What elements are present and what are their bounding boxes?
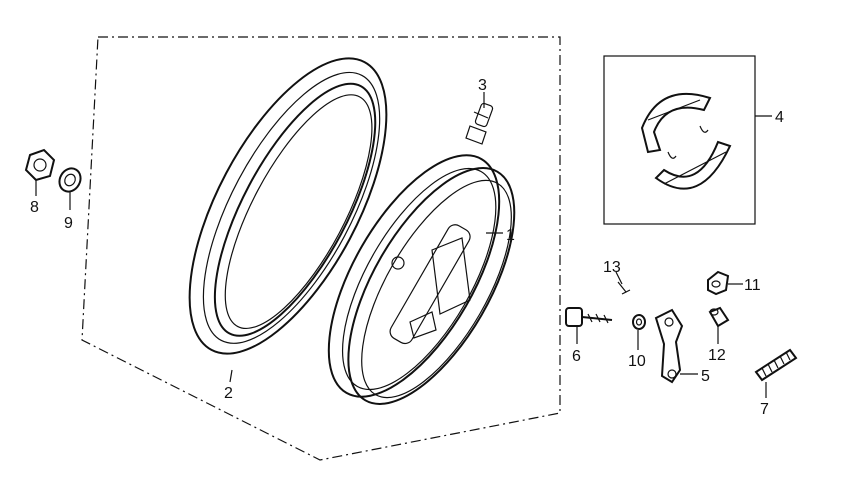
rim-hub — [409, 237, 471, 339]
label-12: 12 — [708, 347, 726, 364]
axle-nut-drawing — [24, 148, 56, 182]
label-7: 7 — [760, 401, 769, 418]
brake-cam-drawing — [565, 307, 613, 327]
sleeve-drawing — [708, 306, 730, 328]
assembly-boundary — [81, 36, 561, 461]
brake-shoe-box — [603, 55, 756, 225]
tire-drawing — [188, 57, 388, 355]
label-6: 6 — [572, 348, 581, 365]
label-13: 13 — [603, 259, 621, 276]
part-labels: 1 2 3 4 5 6 7 8 9 10 11 12 13 — [30, 77, 784, 418]
washer-drawing — [58, 167, 82, 193]
bushing-drawing — [707, 270, 730, 296]
leader-lines — [35, 92, 772, 398]
label-4: 4 — [775, 109, 784, 126]
label-9: 9 — [64, 215, 73, 232]
small-washer-drawing — [632, 314, 646, 330]
brake-shoes-drawing — [640, 92, 732, 190]
label-11: 11 — [744, 277, 761, 294]
rim-drawing — [327, 154, 516, 405]
rim-hole — [391, 256, 405, 270]
label-1: 1 — [506, 227, 515, 244]
valve-drawing — [465, 102, 494, 145]
brake-arm-drawing — [654, 308, 684, 384]
pin-drawing — [617, 281, 631, 295]
label-8: 8 — [30, 199, 39, 216]
label-5: 5 — [701, 368, 710, 385]
label-2: 2 — [224, 385, 233, 402]
label-3: 3 — [478, 77, 487, 94]
spring-drawing — [754, 348, 798, 382]
label-10: 10 — [628, 353, 646, 370]
